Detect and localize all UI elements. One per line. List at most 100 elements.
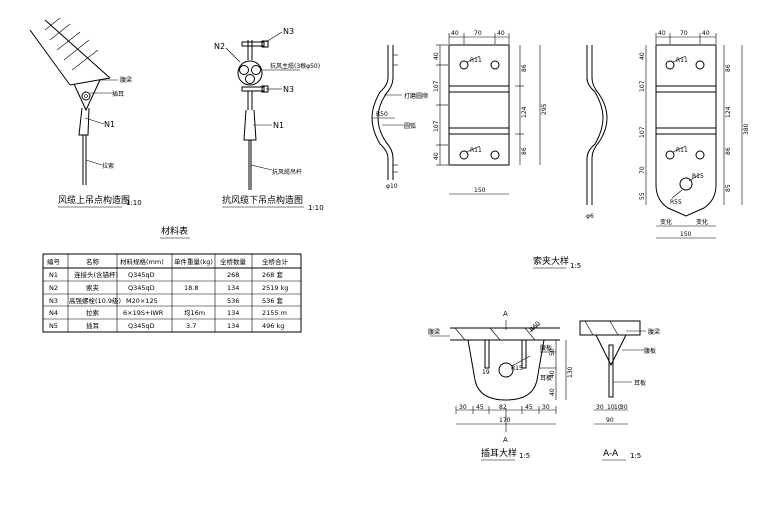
cell: 2519 kg [262,284,289,292]
cell: 拉索 [86,308,100,317]
table-row: N2 索夹 Q345qD 18.8 134 2519 kg [49,283,289,292]
cell: 496 kg [262,322,284,330]
label-phi10: φ10 [386,183,398,190]
header-qty: 全桥数量 [220,257,247,266]
upper-view-title: 风缆上吊点构造图 [58,194,130,206]
cell: 268 套 [262,270,283,279]
cell: 2155 m [262,309,287,317]
label-arc: 圆弧 [404,122,416,130]
label-beam-upper: 腹梁 [120,76,132,84]
label-var-1: 变化 [660,218,672,226]
ear-dim-total: 170 [499,417,511,424]
lower-hanging-point-view: N3 N2 抗风主缆(3根φ50) N3 N1 抗风缆吊杆 抗风缆下吊点构造图 … [214,27,324,212]
aa-label-plate: 腹板 [644,347,656,355]
dim2-inner-4: 85 [725,184,732,192]
label-r15: R15 [692,173,704,180]
dim2-side-2: 107 [639,80,646,92]
label-n3-bottom: N3 [283,85,294,94]
section-aa: 腹梁 腹板 耳板 30 10 10 30 90 A-A 1:5 [579,320,660,461]
clamp-detail: 打磨圆顺 R50 圆弧 φ10 R11 R11 40 70 40 40 [371,30,750,270]
dim-width-2: 150 [680,231,692,238]
cell: N2 [49,284,58,292]
dim2-side-1: 40 [639,52,646,60]
ear-detail-title: 插耳大样 [481,447,517,459]
upper-hanging-point-view: 腹梁 插耳 N1 拉索 风缆上吊点构造图 1:10 [29,17,142,208]
section-aa-scale: 1:5 [630,452,641,460]
upper-view-scale: 1:10 [126,199,142,207]
dim-width: 150 [474,187,486,194]
cell: Q345qD [128,284,155,292]
lower-view-scale: 1:10 [308,204,324,212]
label-ear-ear: 耳板 [540,374,552,382]
aa-label-beam: 腹梁 [648,328,660,336]
cell: M20×125 [126,297,158,305]
label-n1-lower: N1 [273,121,284,130]
ear-dim-b3: 82 [499,404,507,411]
label-ear-plate: 腹板 [540,344,552,352]
aa-dim-2: 10 [607,404,615,411]
ear-detail-scale: 1:5 [519,452,530,460]
label-r11-d: R11 [676,147,688,154]
label-sec-a-bottom: A [503,436,508,444]
cell: 高强螺栓(10.9级) [69,296,121,305]
label-cable-upper: 拉索 [102,162,114,170]
dim-inner-2: 124 [521,106,528,118]
header-no: 编号 [47,257,61,266]
label-sec-a-top: A [503,310,508,318]
cell: 索夹 [86,283,100,292]
label-n1-upper: N1 [104,120,115,129]
label-var-2: 变化 [696,218,708,226]
dim2-inner-1: 86 [725,64,732,72]
cell: 插耳 [86,321,100,330]
header-total: 全桥合计 [262,257,289,266]
label-r50: R50 [376,111,388,118]
dim-top2-2: 70 [680,30,688,37]
cell: N1 [49,271,58,279]
ear-dim-right-total: 130 [567,366,574,378]
ear-dim-b5: 30 [542,404,550,411]
cell: Q345qD [128,322,155,330]
cell: 536 [227,297,239,305]
cell: N3 [49,297,58,305]
dim-top2-1: 40 [658,30,666,37]
cell: N5 [49,322,58,330]
table-row: N4 拉索 6×19S+IWR 均16m 134 2155 m [49,308,287,317]
table-row: N1 连接头(含锚杯) Q345qD 268 268 套 [49,270,283,279]
dim-top-1: 40 [451,30,459,37]
cell: N4 [49,309,58,317]
dim-top2-3: 40 [702,30,710,37]
cell: 3.7 [186,322,196,330]
label-r60: R60 [528,320,541,333]
table-row: N5 插耳 Q345qD 3.7 134 496 kg [49,321,284,330]
header-spec: 材料规格(mm) [120,257,164,266]
dim-top-2: 70 [474,30,482,37]
dim-inner-3: 86 [521,147,528,155]
dim-top-3: 40 [497,30,505,37]
clamp-title: 索夹大样 [533,255,569,267]
dim2-inner-3: 86 [725,147,732,155]
aa-label-ear: 耳板 [634,379,646,387]
aa-dim-total: 90 [606,417,614,424]
cell: Q345qD [128,271,155,279]
label-rod: 抗风缆吊杆 [272,168,302,176]
cell: 134 [227,309,239,317]
header-weight: 单件重量(kg) [174,257,213,266]
cell: 536 套 [262,296,283,305]
label-ear-beam: 腹梁 [428,328,440,336]
ear-dim-b1: 30 [459,404,467,411]
cell: 连接头(含锚杯) [74,270,118,279]
label-main-cable: 抗风主缆(3根φ50) [270,62,320,70]
label-r11-a: R11 [470,57,482,64]
dim-side-3: 107 [433,120,440,132]
dim-inner-1: 86 [521,64,528,72]
label-phi6: φ6 [586,213,594,220]
cell: 6×19S+IWR [123,309,164,317]
ear-dim-right-1: 50 [549,348,556,356]
label-n2: N2 [214,42,225,51]
ear-dim-right-2: 40 [549,370,556,378]
aa-dim-3: 10 [614,404,622,411]
materials-title: 材料表 [161,225,188,237]
label-polish: 打磨圆顺 [404,92,428,100]
header-name: 名称 [86,257,100,266]
